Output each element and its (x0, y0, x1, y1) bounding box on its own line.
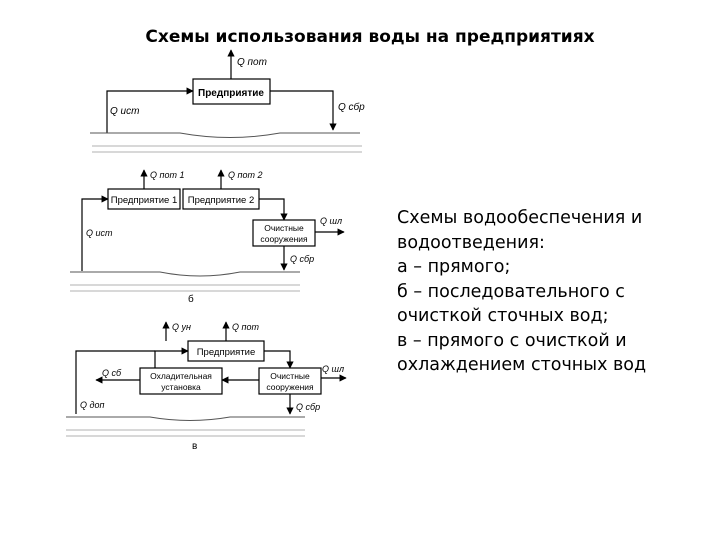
q-consumption-1-label: Q пот 1 (150, 170, 184, 180)
caption-line: водоотведения: (397, 232, 545, 253)
cooling-return-arrow (154, 347, 189, 368)
q-discharge-label: Q сбр (338, 101, 365, 113)
to-treatment-arrow (259, 198, 288, 221)
q-discharge-label: Q сбр (290, 254, 314, 264)
q-consumption-2-label: Q пот 2 (228, 170, 262, 180)
caption-line: Схемы водообеспечения и (397, 208, 643, 228)
enterprise-1-label: Предприятие 1 (111, 195, 177, 206)
treatment-box (252, 219, 316, 247)
river-line (66, 416, 305, 421)
intake-arrow (106, 87, 194, 133)
caption-line: очисткой сточных вод; (397, 306, 609, 326)
caption-line: в – прямого с очисткой и (397, 330, 627, 351)
scheme-b-letter: б (188, 293, 194, 305)
caption-block: Схемы водообеспечения и водоотведения: а… (397, 206, 709, 378)
treatment-label-2: сооружения (266, 382, 314, 392)
cooling-unit-box (139, 367, 223, 395)
treatment-label-1: Очистные (270, 371, 310, 381)
enterprise-2-label: Предприятие 2 (188, 195, 254, 206)
river-line (70, 271, 300, 277)
intake-arrow (81, 195, 109, 271)
slide-title: Схемы использования воды на предприятиях (145, 27, 595, 47)
scheme-v-letter: в (192, 441, 197, 452)
q-consumption-label: Q пот (232, 322, 259, 332)
q-un-label: Q ун (172, 322, 191, 332)
q-consumption-label: Q пот (237, 57, 267, 68)
cooling-unit-label-1: Охладительная (150, 371, 212, 381)
treatment-label-2: сооружения (260, 234, 308, 244)
to-treatment-arrow (264, 350, 294, 369)
q-sludge-label: Q шл (320, 216, 342, 226)
q-sb-label: Q сб (102, 368, 122, 378)
cooling-unit-label-2: установка (161, 382, 201, 392)
q-source-label: Q ист (110, 106, 139, 117)
river-line (90, 132, 360, 138)
enterprise-label: Предприятие (198, 88, 264, 99)
intake-arrow (75, 350, 155, 414)
q-discharge-label: Q сбр (296, 402, 320, 412)
caption-line: б – последовательного с (397, 281, 625, 302)
treatment-label-1: Очистные (264, 223, 304, 233)
caption-line: охлаждением сточных вод (397, 355, 647, 375)
q-source-label: Q ист (86, 228, 113, 238)
scheme-a: Предприятие Q пот Q ист Q сбр (90, 49, 365, 153)
scheme-v: Предприятие Охладительная установка Очис… (66, 321, 347, 452)
discharge-arrow (270, 90, 337, 131)
caption-line: а – прямого; (397, 257, 511, 277)
q-sludge-label: Q шл (322, 364, 344, 374)
q-additional-label: Q доп (80, 400, 104, 410)
enterprise-label: Предприятие (197, 347, 256, 358)
scheme-b: Предприятие 1 Предприятие 2 Очистные соо… (70, 169, 345, 305)
